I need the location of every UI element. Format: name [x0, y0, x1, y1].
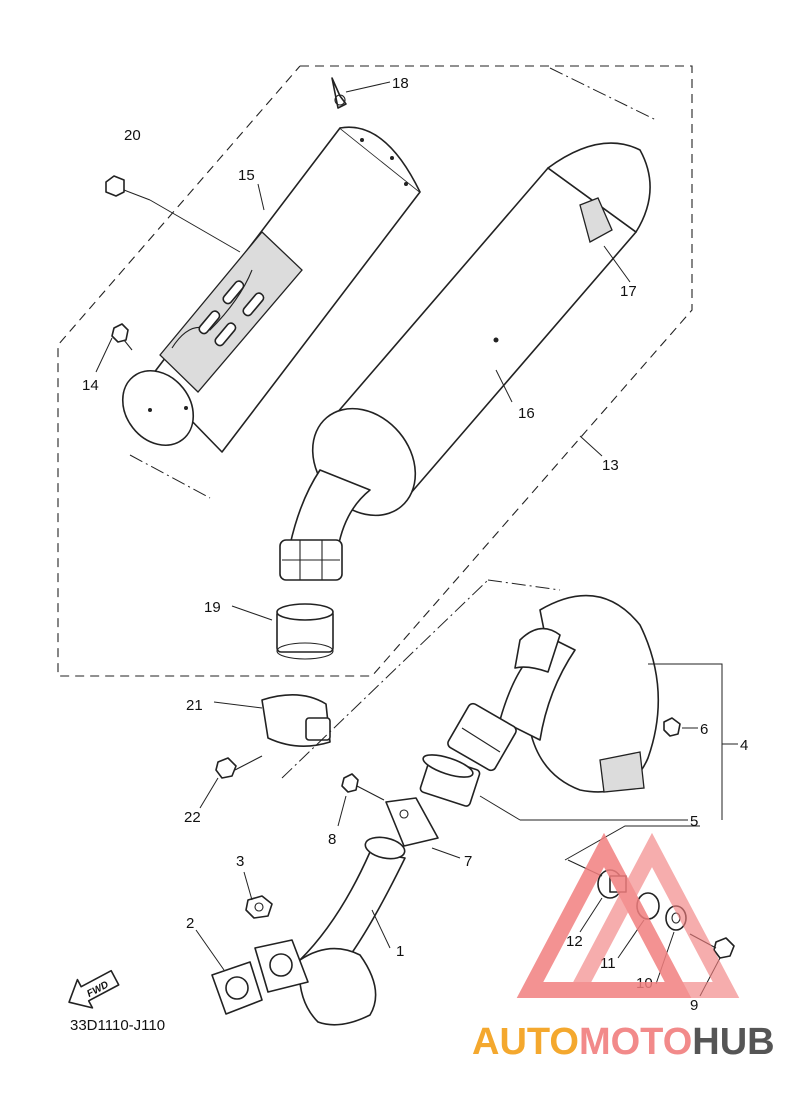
callout-3: 3 — [236, 853, 244, 870]
callout-18: 18 — [392, 75, 409, 92]
bolt-8 — [341, 773, 385, 801]
callout-20: 20 — [124, 127, 141, 144]
bracket-7 — [385, 797, 439, 847]
muffler-clamp — [261, 694, 331, 747]
callout-1: 1 — [396, 943, 404, 960]
forward-arrow-icon: FWD — [68, 969, 120, 1009]
drawing-code: 33D1110-J110 — [70, 1017, 165, 1034]
exhaust-pipe — [281, 579, 660, 793]
callout-9: 9 — [690, 997, 698, 1014]
rivet-18 — [331, 77, 347, 109]
watermark-logo — [516, 832, 740, 998]
muffler-guard — [121, 126, 421, 499]
nut-3 — [245, 895, 273, 919]
bolt-14 — [111, 323, 133, 351]
callout-15: 15 — [238, 167, 255, 184]
callout-7: 7 — [464, 853, 472, 870]
header-pipe — [254, 836, 406, 1026]
callout-16: 16 — [518, 405, 535, 422]
exhaust-gasket-sleeve — [276, 603, 334, 660]
muffler-body — [279, 67, 657, 581]
bolt-22 — [215, 755, 263, 779]
callout-5: 5 — [690, 813, 698, 830]
exhaust-gasket — [419, 754, 481, 807]
callout-2: 2 — [186, 915, 194, 932]
watermark-moto: MOTO — [579, 1021, 692, 1063]
flange-gasket — [211, 961, 263, 1015]
watermark-auto: AUTO — [472, 1021, 579, 1063]
callout-22: 22 — [184, 809, 201, 826]
watermark-hub: HUB — [692, 1021, 774, 1063]
callout-8: 8 — [328, 831, 336, 848]
callout-13: 13 — [602, 457, 619, 474]
callout-11: 11 — [600, 955, 616, 972]
callout-19: 19 — [204, 599, 221, 616]
muffler-assembly-boundary — [57, 65, 693, 677]
callout-21: 21 — [186, 697, 203, 714]
callout-6: 6 — [700, 721, 708, 738]
callout-12: 12 — [566, 933, 583, 950]
callout-17: 17 — [620, 283, 637, 300]
watermark-text: AUTOMOTOHUB — [472, 1021, 775, 1063]
callout-14: 14 — [82, 377, 99, 394]
nut-6 — [663, 717, 681, 737]
bolt-20 — [105, 175, 241, 253]
callout-4: 4 — [740, 737, 748, 754]
